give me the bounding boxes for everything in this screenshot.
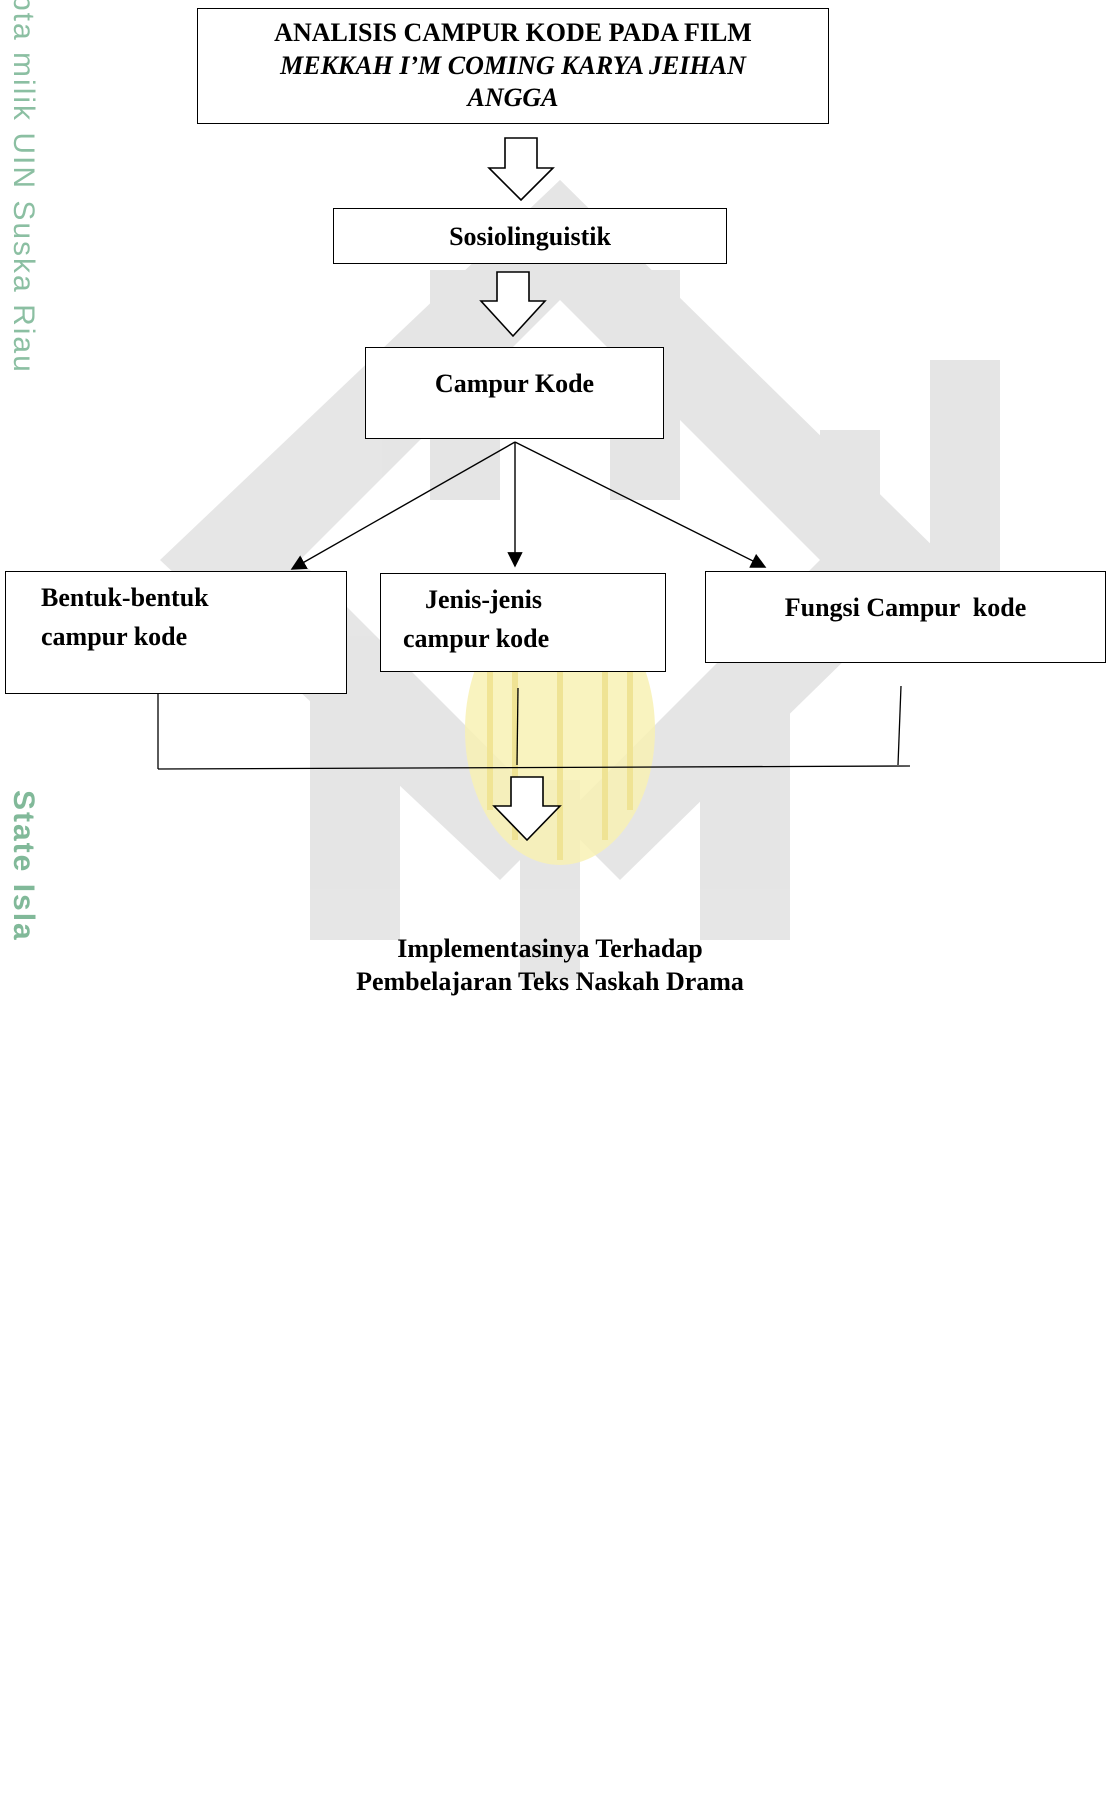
arrow-to-fungsi <box>514 441 767 568</box>
node-bentuk-line-1: Bentuk-bentuk <box>41 583 209 612</box>
margin-text-bottom: State Isla <box>7 790 40 942</box>
node-jenis-line-2: campur kode <box>403 623 550 653</box>
merge-line <box>157 765 911 770</box>
hollow-arrow-down-2 <box>479 271 547 338</box>
margin-text-top: pta milik UIN Suska Riau <box>7 0 40 374</box>
node-fungsi-campur-kode: Fungsi Campur kode <box>705 571 1106 663</box>
title-line-3: ANGGA <box>467 83 559 112</box>
hollow-arrow-down-3 <box>492 776 562 842</box>
node-jenis-campur-kode: Jenis-jenis campur kode <box>380 573 666 672</box>
title-box: ANALISIS CAMPUR KODE PADA FILM MEKKAH I’… <box>197 8 829 124</box>
drop-line-fungsi <box>897 685 902 766</box>
diagram-connectors <box>157 137 911 842</box>
node-sosiolinguistik: Sosiolinguistik <box>333 208 727 264</box>
hollow-arrow-down-1 <box>487 137 555 202</box>
result-line-2: Pembelajaran Teks Naskah Drama <box>356 966 744 996</box>
arrow-to-bentuk <box>290 441 516 570</box>
result-line-1: Implementasinya Terhadap <box>397 934 703 963</box>
title-line-1: ANALISIS CAMPUR KODE PADA FILM <box>274 18 752 47</box>
node-bentuk-campur-kode: Bentuk-bentuk campur kode <box>5 571 347 694</box>
node-jenis-line-1: Jenis-jenis <box>425 585 542 614</box>
title-line-2: MEKKAH I’M COMING KARYA JEIHAN <box>280 50 746 80</box>
drop-line-jenis <box>516 687 519 766</box>
node-bentuk-line-2: campur kode <box>41 621 188 651</box>
result-text: Implementasinya Terhadap Pembelajaran Te… <box>250 933 850 998</box>
node-campur-kode: Campur Kode <box>365 347 664 439</box>
